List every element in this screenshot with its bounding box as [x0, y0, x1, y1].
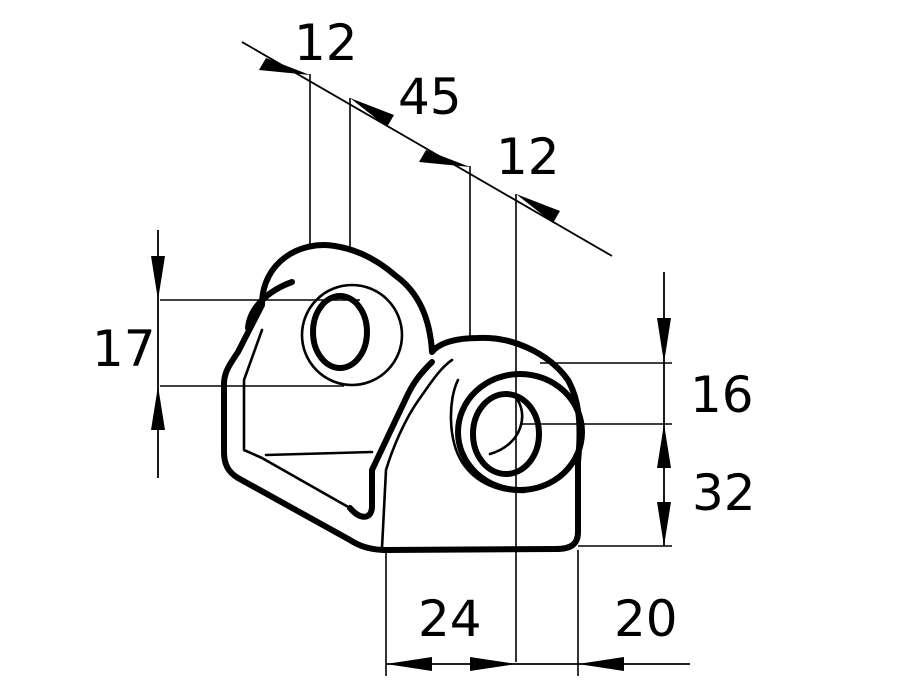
dim-label-top-45: 45 — [398, 68, 462, 126]
pocket-inner-left — [242, 328, 352, 510]
arrow-bottom-right — [578, 657, 624, 671]
front-face-seam — [380, 358, 454, 550]
dim-label-left-17: 17 — [92, 320, 156, 378]
right-hole-inner — [488, 396, 524, 456]
dim-label-top-12-right: 12 — [496, 128, 560, 186]
pocket-inner-bottom — [347, 359, 435, 520]
extension-lines — [160, 74, 672, 676]
bracket-outline — [221, 242, 583, 553]
dimension-labels: 12 45 12 17 16 32 24 20 — [92, 14, 756, 648]
arrow-right-mid-up — [657, 424, 671, 468]
right-hole-boss — [455, 371, 585, 493]
arrow-top-2 — [350, 98, 394, 127]
arrow-top-3 — [419, 150, 470, 167]
arrow-right-bottom — [657, 502, 671, 546]
arrow-top-1 — [259, 58, 310, 75]
arrow-left-bottom — [151, 386, 165, 430]
arrow-right-top — [657, 318, 671, 363]
left-hole-boss — [300, 283, 404, 387]
dim-label-right-32: 32 — [692, 464, 756, 522]
right-hole — [455, 371, 585, 493]
arrow-left-top — [151, 256, 165, 300]
dim-label-right-16: 16 — [690, 366, 754, 424]
left-hole-inner — [350, 298, 367, 368]
bracket-part — [221, 242, 583, 553]
dim-label-bottom-20: 20 — [614, 590, 678, 648]
right-hole-bore — [470, 391, 542, 477]
left-hole-bore — [310, 293, 370, 371]
left-hole — [300, 283, 404, 387]
arrowheads — [151, 58, 671, 671]
dim-label-top-12-left: 12 — [294, 14, 358, 72]
arrow-bottom-left — [386, 657, 432, 671]
arrow-top-4 — [516, 194, 560, 223]
arrow-bottom-mid — [470, 657, 516, 671]
dim-label-bottom-24: 24 — [418, 590, 482, 648]
pocket-back-edge — [264, 450, 374, 457]
